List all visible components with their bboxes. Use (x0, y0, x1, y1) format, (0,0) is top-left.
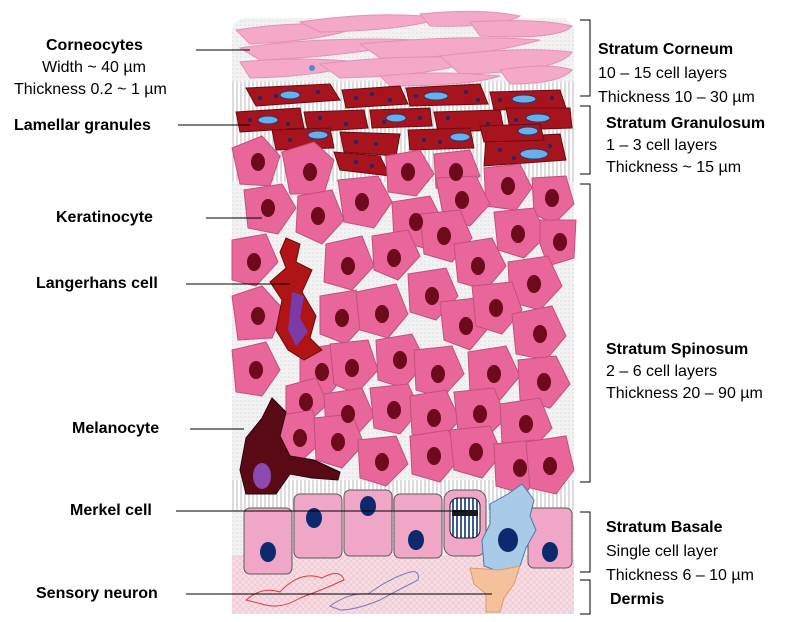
corneum-thickness: Thickness 10 – 30 µm (598, 88, 755, 108)
label-stratum-basale: Stratum Basale (606, 518, 723, 538)
merkel-cell (444, 490, 486, 556)
label-sensory-neuron: Sensory neuron (36, 584, 158, 604)
spinosum-layers: 2 – 6 cell layers (606, 362, 717, 382)
basale-layers: Single cell layer (606, 542, 718, 562)
label-stratum-corneum: Stratum Corneum (598, 40, 733, 60)
label-stratum-spinosum: Stratum Spinosum (606, 340, 748, 360)
right-brackets (580, 20, 590, 614)
spinosum-thickness: Thickness 20 – 90 µm (606, 384, 763, 404)
label-keratinocyte: Keratinocyte (56, 208, 153, 228)
label-corneocytes-width: Width ~ 40 µm (42, 58, 146, 78)
label-merkel-cell: Merkel cell (70, 501, 152, 521)
corneum-layers: 10 – 15 cell layers (598, 64, 727, 84)
basale-thickness: Thickness 6 – 10 µm (606, 566, 754, 586)
label-corneocytes: Corneocytes (46, 36, 143, 56)
label-dermis: Dermis (610, 590, 664, 610)
label-langerhans-cell: Langerhans cell (36, 274, 158, 294)
granulosum-thickness: Thickness ~ 15 µm (606, 158, 741, 178)
granulosum-layers: 1 – 3 cell layers (606, 136, 717, 156)
corneocytes-thickness: Thickness 0.2 ~ 1 µm (14, 81, 167, 98)
label-lamellar-granules: Lamellar granules (14, 116, 151, 136)
label-stratum-granulosum: Stratum Granulosum (606, 114, 765, 134)
label-melanocyte: Melanocyte (72, 419, 159, 439)
corneocytes-width: Width ~ 40 µm (42, 59, 146, 76)
label-corneocytes-thickness: Thickness 0.2 ~ 1 µm (14, 80, 167, 100)
corneocytes-name: Corneocytes (46, 37, 143, 54)
corneocyte-remnant (309, 65, 315, 71)
